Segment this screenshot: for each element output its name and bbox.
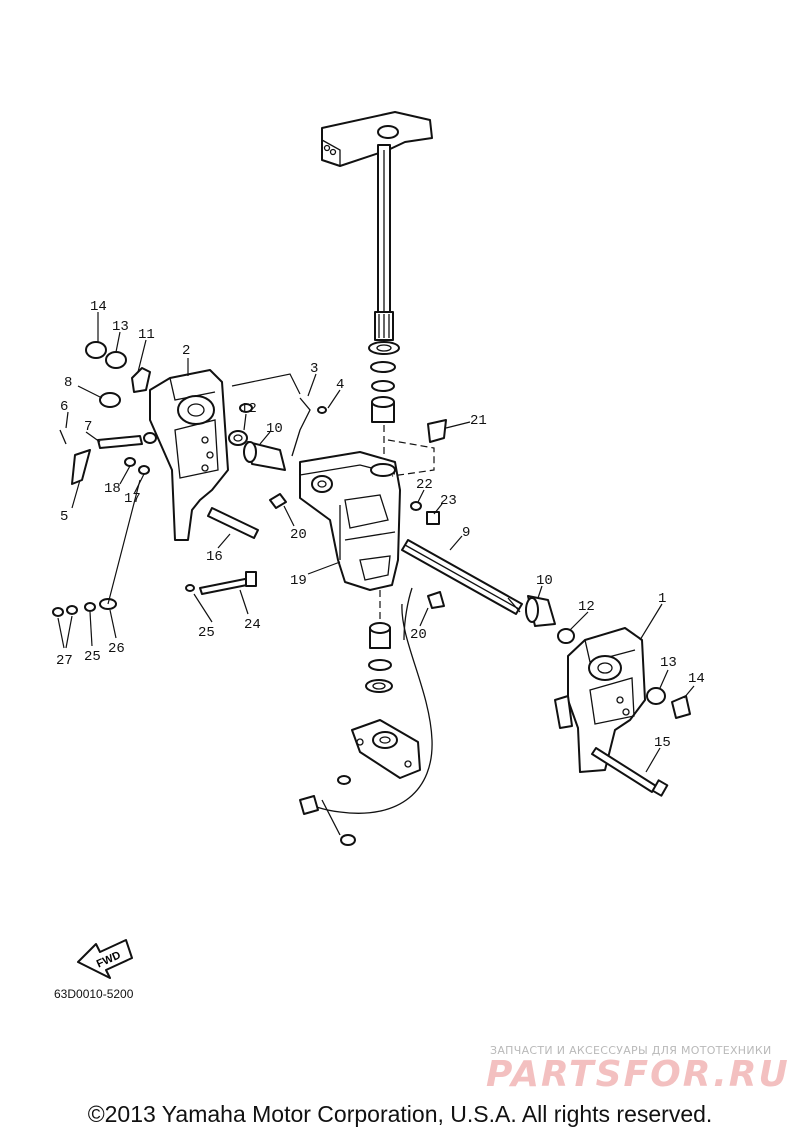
callout-18: 18 (104, 481, 121, 497)
fwd-arrow: FWD (77, 939, 133, 979)
callout-4: 4 (336, 377, 344, 393)
callout-21: 21 (470, 413, 487, 429)
callout-16: 16 (206, 549, 223, 565)
callout-8: 8 (64, 375, 72, 391)
drawing-code: 63D0010-5200 (54, 987, 134, 1001)
lower-mount (351, 622, 421, 779)
callout-23: 23 (440, 493, 457, 509)
callout-25-left: 25 (84, 649, 101, 665)
right-small-parts (231, 373, 691, 797)
callout-10-right: 10 (536, 573, 553, 589)
leader-lines (57, 312, 695, 773)
callout-6: 6 (60, 399, 68, 415)
left-small-parts (59, 341, 327, 539)
callout-20-right: 20 (410, 627, 427, 643)
callout-14-left: 14 (90, 299, 107, 315)
callout-10-left: 10 (266, 421, 283, 437)
callout-20-left: 20 (290, 527, 307, 543)
left-lower-bolts (52, 479, 257, 617)
copyright-notice: ©2013 Yamaha Motor Corporation, U.S.A. A… (87, 1101, 713, 1127)
steering-shaft (321, 111, 433, 341)
clamp-bracket-right (554, 627, 646, 773)
swivel-bracket (299, 451, 401, 622)
callout-11: 11 (138, 327, 155, 343)
callout-12-right: 12 (578, 599, 595, 615)
callout-13-left: 13 (112, 319, 129, 335)
callout-9: 9 (462, 525, 470, 541)
through-tube (401, 539, 523, 615)
callout-2: 2 (182, 343, 190, 359)
callout-15: 15 (654, 735, 671, 751)
callout-19: 19 (290, 573, 307, 589)
callout-22: 22 (416, 477, 433, 493)
callout-14-right: 14 (688, 671, 705, 687)
callout-7: 7 (84, 419, 92, 435)
callout-27: 27 (56, 653, 73, 669)
callout-12-left: 12 (240, 401, 257, 417)
callout-5: 5 (60, 509, 68, 525)
callout-17: 17 (124, 491, 141, 507)
callout-25-mid: 25 (198, 625, 215, 641)
callout-13-right: 13 (660, 655, 677, 671)
clamp-bracket-left (149, 369, 229, 541)
watermark-tagline: ЗАПЧАСТИ И АКСЕССУАРЫ ДЛЯ МОТОТЕХНИКИ (490, 1044, 772, 1057)
callout-1: 1 (658, 591, 666, 607)
callout-numbers: 14 13 11 2 3 4 8 6 12 7 10 21 18 17 22 2… (56, 299, 705, 751)
callout-26: 26 (108, 641, 125, 657)
callout-3: 3 (310, 361, 318, 377)
upper-bushing-stack (368, 341, 400, 462)
callout-24: 24 (244, 617, 261, 633)
watermark-logo: PARTSFOR.RU (486, 1054, 790, 1095)
ground-lead (299, 603, 433, 846)
